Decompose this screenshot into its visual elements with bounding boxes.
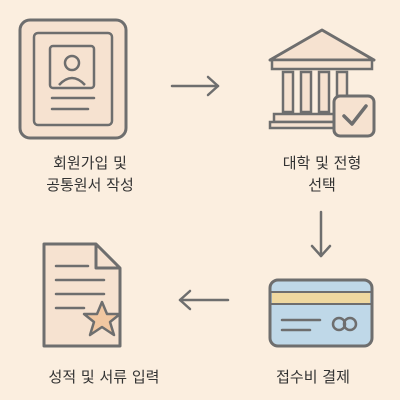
step-label-submit: 성적 및 서류 입력 <box>6 366 202 388</box>
arrow-right-icon <box>170 75 220 97</box>
application-form-icon <box>18 18 128 140</box>
step-label-line: 회원가입 및 <box>53 154 127 172</box>
document-star-icon <box>42 242 122 348</box>
step-label-line: 성적 및 서류 입력 <box>48 368 160 386</box>
step-label-payment: 접수비 결제 <box>238 366 388 388</box>
arrow-left-icon <box>178 289 230 311</box>
university-building-icon <box>268 28 376 130</box>
arrow-down-icon <box>310 210 332 258</box>
step-label-line: 공통원서 작성 <box>46 176 134 194</box>
credit-card-icon <box>268 278 374 348</box>
step-label-line: 접수비 결제 <box>276 368 350 386</box>
step-label-select: 대학 및 전형 선택 <box>262 152 382 196</box>
checkbox-check-icon <box>332 94 376 138</box>
step-label-signup: 회원가입 및 공통원서 작성 <box>10 152 170 196</box>
step-label-line: 선택 <box>308 176 336 194</box>
step-label-line: 대학 및 전형 <box>282 154 362 172</box>
